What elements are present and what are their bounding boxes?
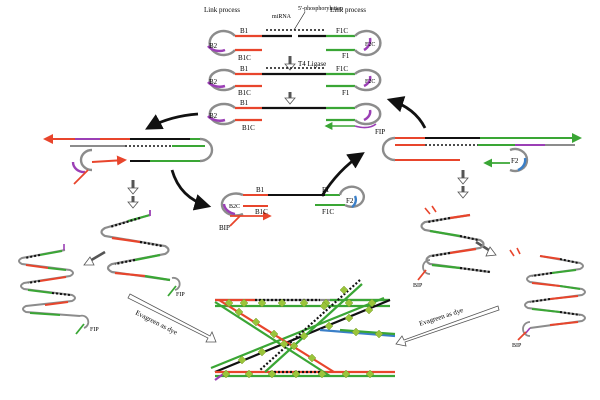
probe-row-2: B2 B1 B1C F1C F1 F2C — [207, 65, 382, 97]
right-duplex: F2 — [381, 133, 582, 173]
f2-label-right: F2 — [511, 157, 519, 165]
b2-label-1: B2 — [209, 42, 218, 50]
far-right-zigzag: BIP — [509, 247, 586, 349]
probe-row-3-ligated: B2 B1 B1C FIP — [207, 99, 385, 136]
center-bip-structure: B1 B2C B1C BIP F1 F1C F2 — [219, 185, 365, 232]
b2c-label-center: B2C — [229, 204, 240, 210]
link-process-left-label: Link process — [204, 6, 240, 14]
bip-label-far-right: BIP — [512, 343, 522, 349]
b1-label-2: B1 — [240, 65, 249, 73]
f1c-label-center: F1C — [322, 208, 334, 216]
right-zigzag-product: BIP — [413, 205, 491, 289]
f1c-label-2: F1C — [336, 65, 348, 73]
b1c-label-center: B1C — [255, 208, 268, 216]
evagreen-label-left: Evagreen as dye — [134, 309, 179, 337]
link-process-right-label: Link process — [330, 6, 366, 14]
b2-label-2: B2 — [209, 78, 218, 86]
f1-label-1: F1 — [342, 52, 350, 60]
final-product-with-dye — [210, 279, 396, 381]
dye-molecules — [221, 285, 384, 379]
bip-label-center: BIP — [219, 224, 230, 232]
f1-label-center: F1 — [322, 186, 330, 194]
mirna-label: miRNA — [272, 14, 292, 20]
f1c-label-1: F1C — [336, 27, 348, 35]
step-arrows — [83, 170, 497, 266]
right-loop-1 — [354, 29, 382, 57]
evagreen-arrow-left — [127, 293, 217, 343]
probe-row-1: B2 B1 B1C F1C F1 F2C — [207, 27, 382, 62]
b1-label-3: B1 — [240, 99, 249, 107]
phosphorylation-label: 5'-phosphorylation — [298, 6, 343, 12]
cycle-arrow-left — [145, 112, 199, 130]
b2-label-3: B2 — [209, 112, 218, 120]
f2c-label-2: F2C — [365, 79, 375, 85]
cycle-arrow-up-right — [320, 152, 365, 197]
cycle-arrow-right — [386, 96, 427, 129]
bip-label-right-mid: BIP — [413, 283, 423, 289]
far-left-zigzag: FIP — [18, 244, 99, 335]
left-zigzag-product: FIP — [100, 210, 185, 298]
b1-label-center: B1 — [256, 186, 265, 194]
f2c-label-1: F2C — [365, 42, 375, 48]
cycle-arrow-down-left — [170, 169, 212, 211]
evagreen-arrows: Evagreen as dye Evagreen as dye — [127, 293, 500, 347]
fip-label-top: FIP — [375, 128, 385, 136]
left-loop-1 — [208, 29, 236, 57]
evagreen-label-right: Evagreen as dye — [418, 306, 464, 328]
t4-ligase-label: T4 Ligase — [298, 60, 326, 68]
f1-label-2: F1 — [342, 89, 350, 97]
fip-label-left-mid: FIP — [176, 292, 185, 298]
fip-label-far-left: FIP — [90, 327, 99, 333]
phosphorylation-pointer — [293, 11, 306, 31]
b1c-label-3: B1C — [242, 124, 255, 132]
b1c-label-2: B1C — [238, 89, 251, 97]
left-duplex — [43, 134, 214, 185]
b1c-label-1: B1C — [238, 54, 251, 62]
f2-label-center: F2 — [346, 197, 354, 205]
evagreen-arrow-right — [395, 305, 500, 347]
b1-label-1: B1 — [240, 27, 249, 35]
link-process-section: Link process Link process miRNA 5'-phosp… — [204, 6, 385, 136]
